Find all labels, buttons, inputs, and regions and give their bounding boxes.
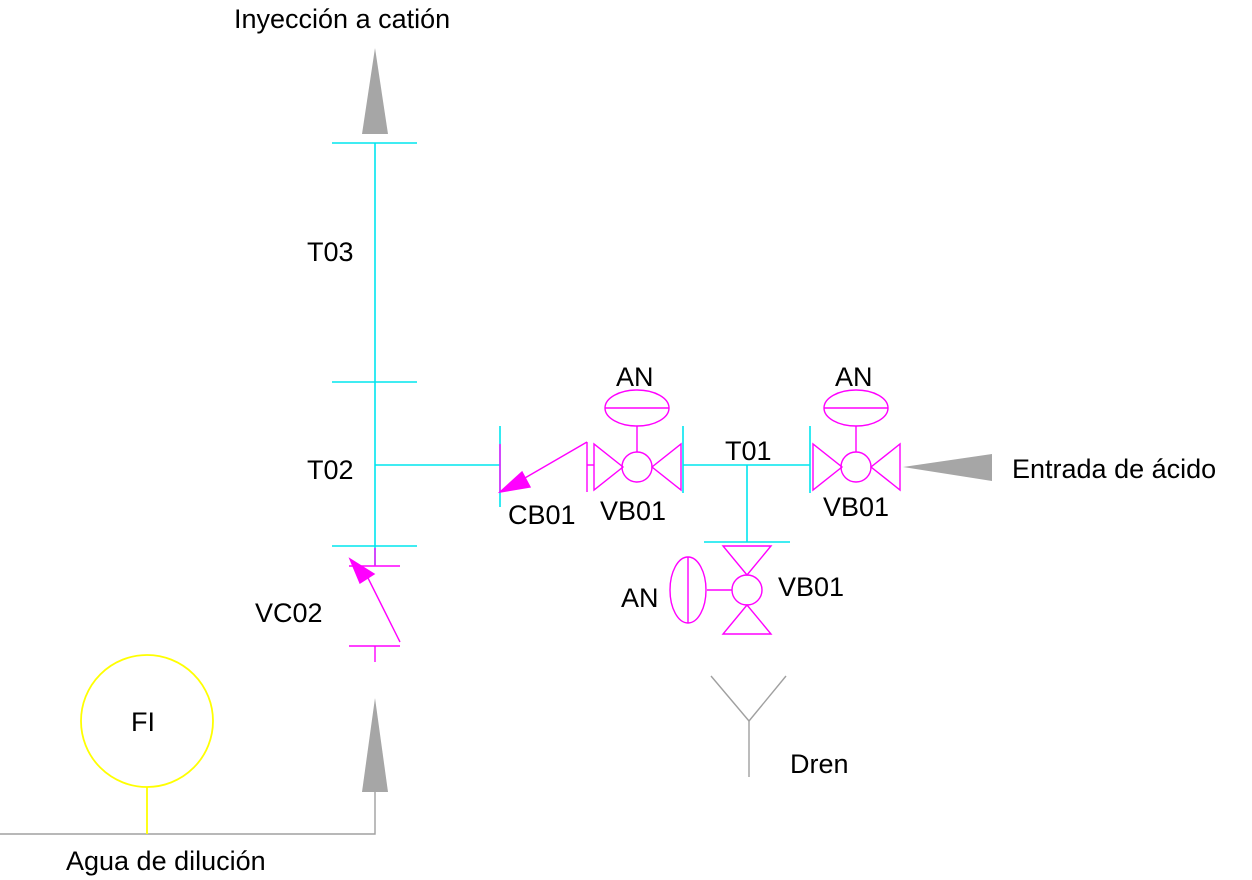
drain-funnel-icon xyxy=(710,675,787,777)
label-vb01-bottom: VB01 xyxy=(778,572,844,602)
ball-valve-vb01-left xyxy=(587,389,682,492)
label-dren: Dren xyxy=(790,749,849,779)
check-valve-cb01 xyxy=(497,441,588,494)
check-valve-vc02 xyxy=(348,548,401,662)
label-an-left: AN xyxy=(616,362,654,392)
label-agua: Agua de dilución xyxy=(66,846,266,876)
ball-valve-vb01-right xyxy=(812,389,901,492)
label-vb01-left: VB01 xyxy=(600,496,666,526)
label-inyeccion: Inyección a catión xyxy=(234,4,450,34)
label-fi: FI xyxy=(131,707,155,737)
label-vc02: VC02 xyxy=(255,598,323,628)
label-entrada: Entrada de ácido xyxy=(1012,454,1216,484)
label-t01: T01 xyxy=(725,436,772,466)
label-an-right: AN xyxy=(835,362,873,392)
ball-valve-vb01-bottom xyxy=(669,545,773,635)
flow-arrow-left-acid xyxy=(903,454,992,481)
flow-arrow-up-bottom xyxy=(362,698,388,792)
label-cb01: CB01 xyxy=(508,500,576,530)
flow-arrow-up-top xyxy=(362,48,388,134)
label-vb01-right: VB01 xyxy=(823,492,889,522)
label-t02: T02 xyxy=(307,455,354,485)
label-an-bottom: AN xyxy=(621,583,659,613)
label-t03: T03 xyxy=(307,237,354,267)
dilution-water-pipe xyxy=(0,792,376,835)
